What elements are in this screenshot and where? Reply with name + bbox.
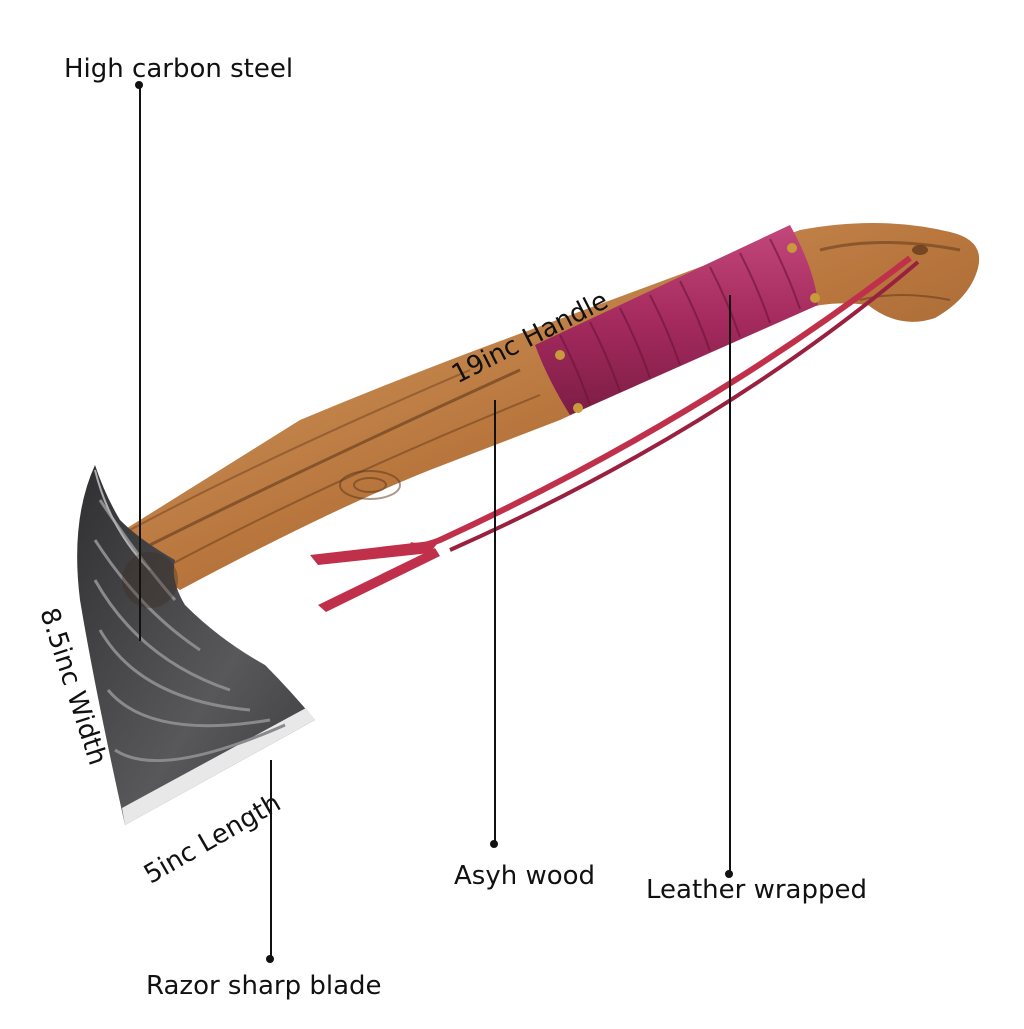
blade-pointer-dot (266, 955, 274, 963)
leather-strap (310, 255, 920, 612)
steel-label: High carbon steel (64, 54, 294, 84)
blade-label: Razor sharp blade (146, 971, 382, 1001)
leather-pointer-dot (725, 870, 733, 878)
steel-pointer-dot (135, 81, 143, 89)
leather-wrap (535, 225, 820, 415)
leather-pointer-line (729, 295, 731, 875)
wood-label: Asyh wood (454, 861, 596, 891)
axe-handle (108, 222, 980, 590)
steel-pointer-line (139, 86, 141, 641)
axe-head (77, 465, 315, 825)
blade-pointer-line (270, 760, 272, 960)
wood-pointer-dot (490, 840, 498, 848)
wood-pointer-line (494, 400, 496, 845)
leather-label: Leather wrapped (646, 875, 867, 905)
